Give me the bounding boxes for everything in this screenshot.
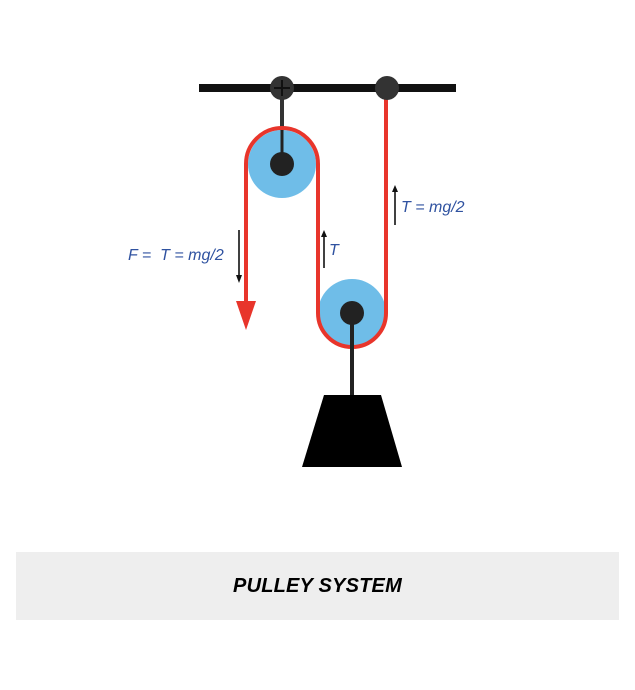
pull-arrow-head bbox=[236, 301, 256, 330]
caption-title: PULLEY SYSTEM bbox=[233, 574, 402, 597]
force-left-arrow bbox=[236, 230, 242, 283]
ceiling-anchor-right bbox=[375, 76, 399, 100]
load-weight bbox=[302, 395, 402, 467]
tension-right-arrow bbox=[392, 185, 398, 225]
bottom-pulley-axle bbox=[340, 301, 364, 325]
tension-right-label: T = mg/2 bbox=[401, 199, 465, 216]
tension-middle-arrow bbox=[321, 230, 327, 268]
tension-middle-label: T bbox=[329, 242, 340, 259]
caption-box: PULLEY SYSTEM bbox=[16, 552, 619, 620]
pulley-diagram: T = mg/2 T F = T = mg/2 bbox=[128, 76, 465, 467]
top-pulley-axle bbox=[270, 152, 294, 176]
force-left-label: F = T = mg/2 bbox=[128, 247, 224, 264]
ceiling-beam bbox=[199, 84, 456, 92]
rope bbox=[244, 88, 388, 349]
